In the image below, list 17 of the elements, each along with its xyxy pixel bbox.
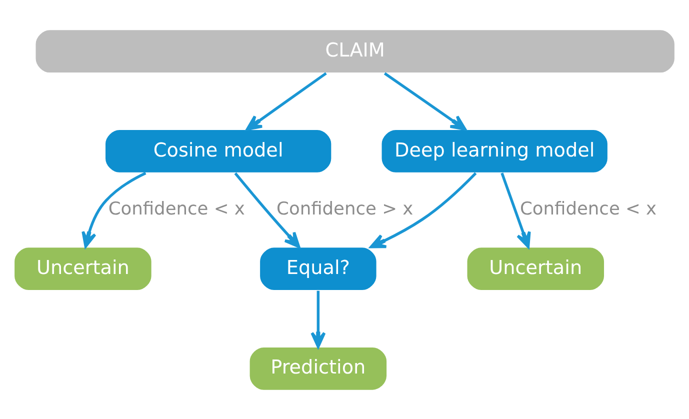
edge-label: Confidence < x bbox=[108, 199, 245, 220]
arrow bbox=[310, 290, 326, 348]
arrow bbox=[246, 72, 327, 130]
arrow bbox=[500, 172, 531, 248]
node-box: Deep learning model bbox=[380, 128, 609, 174]
arrow bbox=[370, 172, 477, 248]
node-box: CLAIM bbox=[34, 28, 676, 74]
edge-label: Confidence > x bbox=[276, 199, 414, 220]
arrow bbox=[384, 72, 466, 130]
node-box: Prediction bbox=[248, 346, 388, 391]
node-box: Uncertain bbox=[466, 246, 606, 291]
arrow bbox=[82, 171, 146, 248]
node-box: Cosine model bbox=[104, 128, 333, 174]
edge-label: Confidence < x bbox=[520, 199, 657, 220]
arrow bbox=[234, 172, 300, 248]
node-box: Uncertain bbox=[13, 246, 153, 291]
node-box: Equal? bbox=[258, 246, 378, 291]
